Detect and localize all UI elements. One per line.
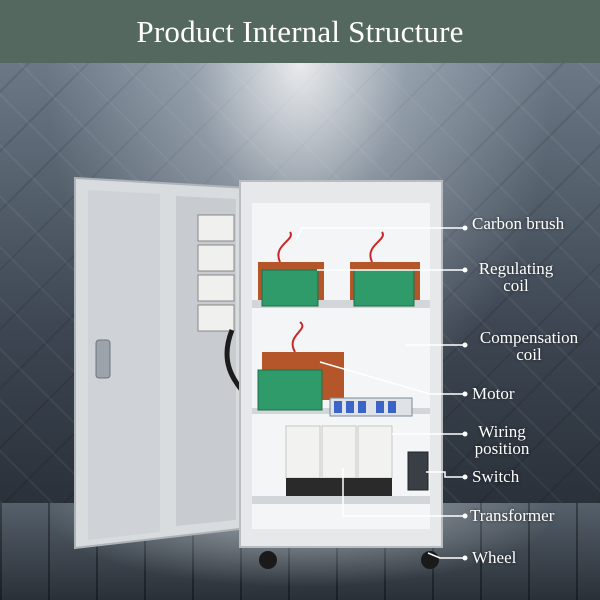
wheel-left (259, 551, 277, 569)
callout-compensation-coil-line1: Compensation (479, 328, 579, 347)
callout-wiring-position-line2: position (474, 439, 530, 458)
regulating-coil-right (350, 231, 420, 307)
callout-compensation-coil-line2: coil (516, 345, 542, 364)
upper-shelf (252, 300, 430, 308)
voltage-stabilizer-cabinet (74, 176, 468, 569)
door-meters (197, 214, 235, 332)
wiring-terminal-block (329, 397, 413, 417)
callout-switch: Switch (472, 467, 520, 486)
callout-lines (295, 227, 465, 559)
callout-regulating-coil-line1: Regulating (478, 259, 554, 278)
callout-transformer: Transformer (470, 506, 555, 525)
callout-wiring-position-line1: Wiring (478, 422, 526, 441)
callout-dots (462, 225, 468, 561)
door-lock-handle (95, 339, 111, 379)
callout-compensation-coil: Compensation coil (468, 329, 590, 363)
callout-wiring-position: Wiring position (468, 423, 536, 457)
lower-shelf (252, 496, 430, 504)
transformer (285, 425, 393, 496)
header-banner: Product Internal Structure (0, 0, 600, 63)
compensation-coil (257, 321, 344, 411)
regulating-coil-left (258, 231, 324, 307)
callout-regulating-coil-line2: coil (503, 276, 529, 295)
callout-motor: Motor (472, 384, 515, 403)
callout-carbon-brush: Carbon brush (472, 214, 565, 233)
callout-wheel: Wheel (472, 548, 517, 567)
callout-regulating-coil: Regulating coil (470, 260, 562, 294)
product-photo-scene (0, 63, 600, 600)
door-panel-left (88, 190, 160, 540)
power-switch (407, 451, 429, 491)
page-title: Product Internal Structure (136, 13, 464, 49)
